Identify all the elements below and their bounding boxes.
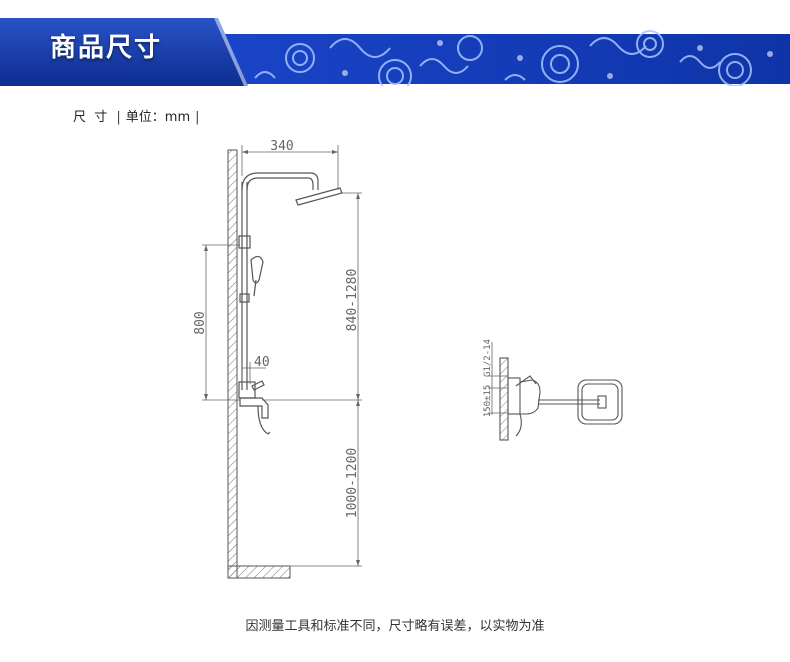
page-title: 商品尺寸 (50, 33, 163, 63)
footnote: 因测量工具和标准不同，尺寸略有误差，以实物为准 (245, 619, 545, 634)
dim-offset: 40 (254, 355, 270, 370)
dim-center-distance: 150±15 (483, 385, 493, 418)
side-dimension-lines (488, 342, 508, 415)
dim-thread: G1/2-14 (483, 339, 493, 377)
dim-arm-length: 340 (270, 139, 293, 154)
dim-slide-rail: 800 (193, 311, 208, 334)
divider: | (116, 110, 121, 125)
divider: | (195, 110, 200, 125)
dimension-label: 尺 寸 (73, 110, 108, 125)
unit-line: 尺 寸 | 单位：mm | (73, 106, 205, 125)
dim-mixer-height: 1000-1200 (345, 448, 360, 518)
shower-column (238, 172, 343, 435)
dimension-arrows (204, 150, 360, 566)
wall (227, 149, 291, 579)
dim-head-height: 840-1280 (345, 269, 360, 332)
side-view (499, 357, 623, 441)
unit-label: 单位：mm (125, 110, 191, 125)
header-banner (0, 18, 790, 86)
dimension-lines (202, 145, 362, 567)
